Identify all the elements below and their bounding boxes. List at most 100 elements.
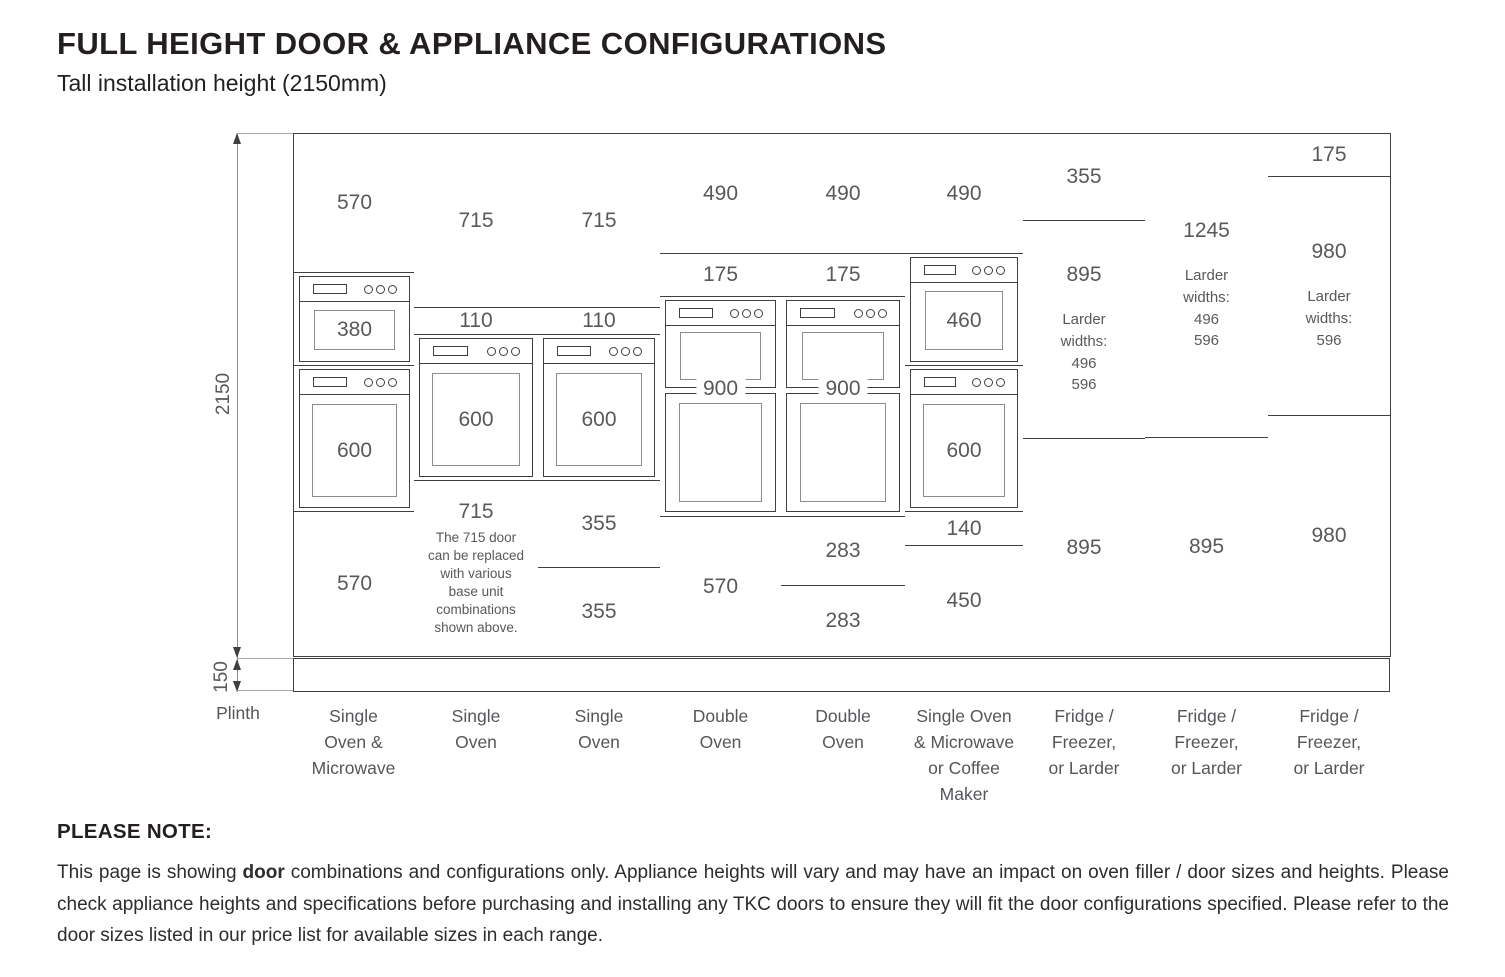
appliance-size-label: 460	[946, 308, 982, 332]
appliance-window-icon: 600	[922, 404, 1006, 497]
appliance-oven-600: 600	[538, 335, 660, 481]
oven-window-icon	[680, 332, 761, 380]
appliance-microwave-380: 380	[294, 273, 415, 366]
plinth-arrow-up-icon	[233, 659, 241, 670]
door-size-label: 570	[336, 572, 373, 595]
door-size-label: 715	[458, 500, 494, 524]
dimension-arrow-down-icon	[233, 647, 241, 658]
door-110: 110	[538, 308, 660, 335]
appliance-oven-600: 600	[414, 335, 538, 481]
door-570: 570	[660, 517, 781, 656]
door-size-label: 895	[1066, 535, 1102, 559]
door-283: 283	[781, 586, 905, 656]
door-895: 895	[1023, 439, 1145, 656]
door-size-label: 175	[702, 263, 739, 286]
door-283: 283	[781, 517, 905, 586]
door-570: 570	[294, 512, 415, 656]
please-note: PLEASE NOTE: This page is showing door c…	[57, 820, 1449, 952]
dimension-line-150	[237, 658, 238, 692]
page-title: FULL HEIGHT DOOR & APPLIANCE CONFIGURATI…	[57, 26, 887, 61]
control-knob-icon	[996, 266, 1006, 275]
column-label-fridge-freezer-larder-1: Fridge /Freezer,or Larder	[1048, 706, 1120, 778]
note-heading: PLEASE NOTE:	[57, 820, 213, 843]
control-knob-icon	[376, 378, 386, 387]
door-450: 450	[905, 546, 1023, 656]
control-display-icon	[313, 284, 347, 294]
dimension-arrow-up-icon	[233, 133, 241, 144]
oven-upper-box	[786, 300, 900, 388]
door-490: 490	[781, 134, 905, 254]
control-knob-icon	[984, 266, 994, 275]
plinth-tick-top	[237, 658, 293, 659]
control-knob-icon	[972, 266, 982, 275]
appliance-window-icon: 600	[556, 373, 642, 466]
door-size-label: 355	[581, 600, 617, 623]
control-panel	[911, 258, 1017, 283]
control-knob-icon	[742, 309, 752, 318]
control-knob-icon	[388, 285, 398, 294]
note-body-bold: door	[242, 862, 285, 883]
oven-lower-box	[665, 393, 776, 512]
control-knob-icon	[388, 378, 398, 387]
door-715: 715	[414, 134, 538, 308]
door-175: 175	[781, 254, 905, 297]
dimension-line-2150	[237, 133, 238, 658]
appliance-window-icon: 460	[924, 291, 1004, 350]
control-knob-icon	[620, 347, 630, 356]
door-355: 355	[1023, 134, 1145, 221]
control-knob-icon	[865, 309, 875, 318]
door-size-label: 490	[946, 181, 982, 205]
appliance-oven-600: 600	[905, 366, 1023, 512]
door-110: 110	[414, 308, 538, 335]
control-knob-icon	[972, 378, 982, 387]
control-knob-icon	[730, 309, 740, 318]
control-panel	[544, 339, 654, 364]
oven-lower-box	[786, 393, 900, 512]
door-size-label: 715	[458, 208, 494, 232]
control-display-icon	[313, 377, 347, 387]
door-size-label: 980	[1311, 524, 1347, 547]
door-size-label: 980	[1311, 240, 1347, 264]
control-knob-icon	[877, 309, 887, 318]
appliance-oven-600: 600	[294, 366, 415, 512]
header: FULL HEIGHT DOOR & APPLIANCE CONFIGURATI…	[57, 26, 887, 97]
plinth-arrow-down-icon	[233, 681, 241, 692]
door-size-label: 715	[581, 208, 617, 232]
control-panel	[300, 277, 409, 302]
control-knob-icon	[510, 347, 520, 356]
appliance-box: 600	[299, 369, 410, 508]
door-size-label: 895	[1188, 535, 1225, 558]
door-490: 490	[905, 134, 1023, 254]
control-knob-icon	[486, 347, 496, 356]
control-display-icon	[433, 346, 468, 356]
appliance-double-oven-900: 900	[660, 297, 781, 517]
control-knob-icon	[364, 378, 374, 387]
control-knob-icon	[853, 309, 863, 318]
control-panel	[787, 301, 899, 326]
appliance-window-icon: 380	[314, 310, 395, 350]
dimension-label-150: 150	[211, 661, 232, 693]
plinth-strip	[293, 658, 1390, 692]
oven-window-icon	[800, 403, 886, 502]
door-980: 980	[1268, 416, 1390, 656]
door-355: 355	[538, 568, 660, 656]
door-size-label: 110	[582, 309, 616, 332]
door-size-label: 1245	[1183, 219, 1230, 242]
control-knob-icon	[376, 285, 386, 294]
appliance-box: 600	[910, 369, 1018, 508]
page-subtitle: Tall installation height (2150mm)	[57, 70, 387, 96]
door-490: 490	[660, 134, 781, 254]
door-size-label: 490	[702, 181, 739, 205]
appliance-size-label: 600	[581, 407, 617, 431]
